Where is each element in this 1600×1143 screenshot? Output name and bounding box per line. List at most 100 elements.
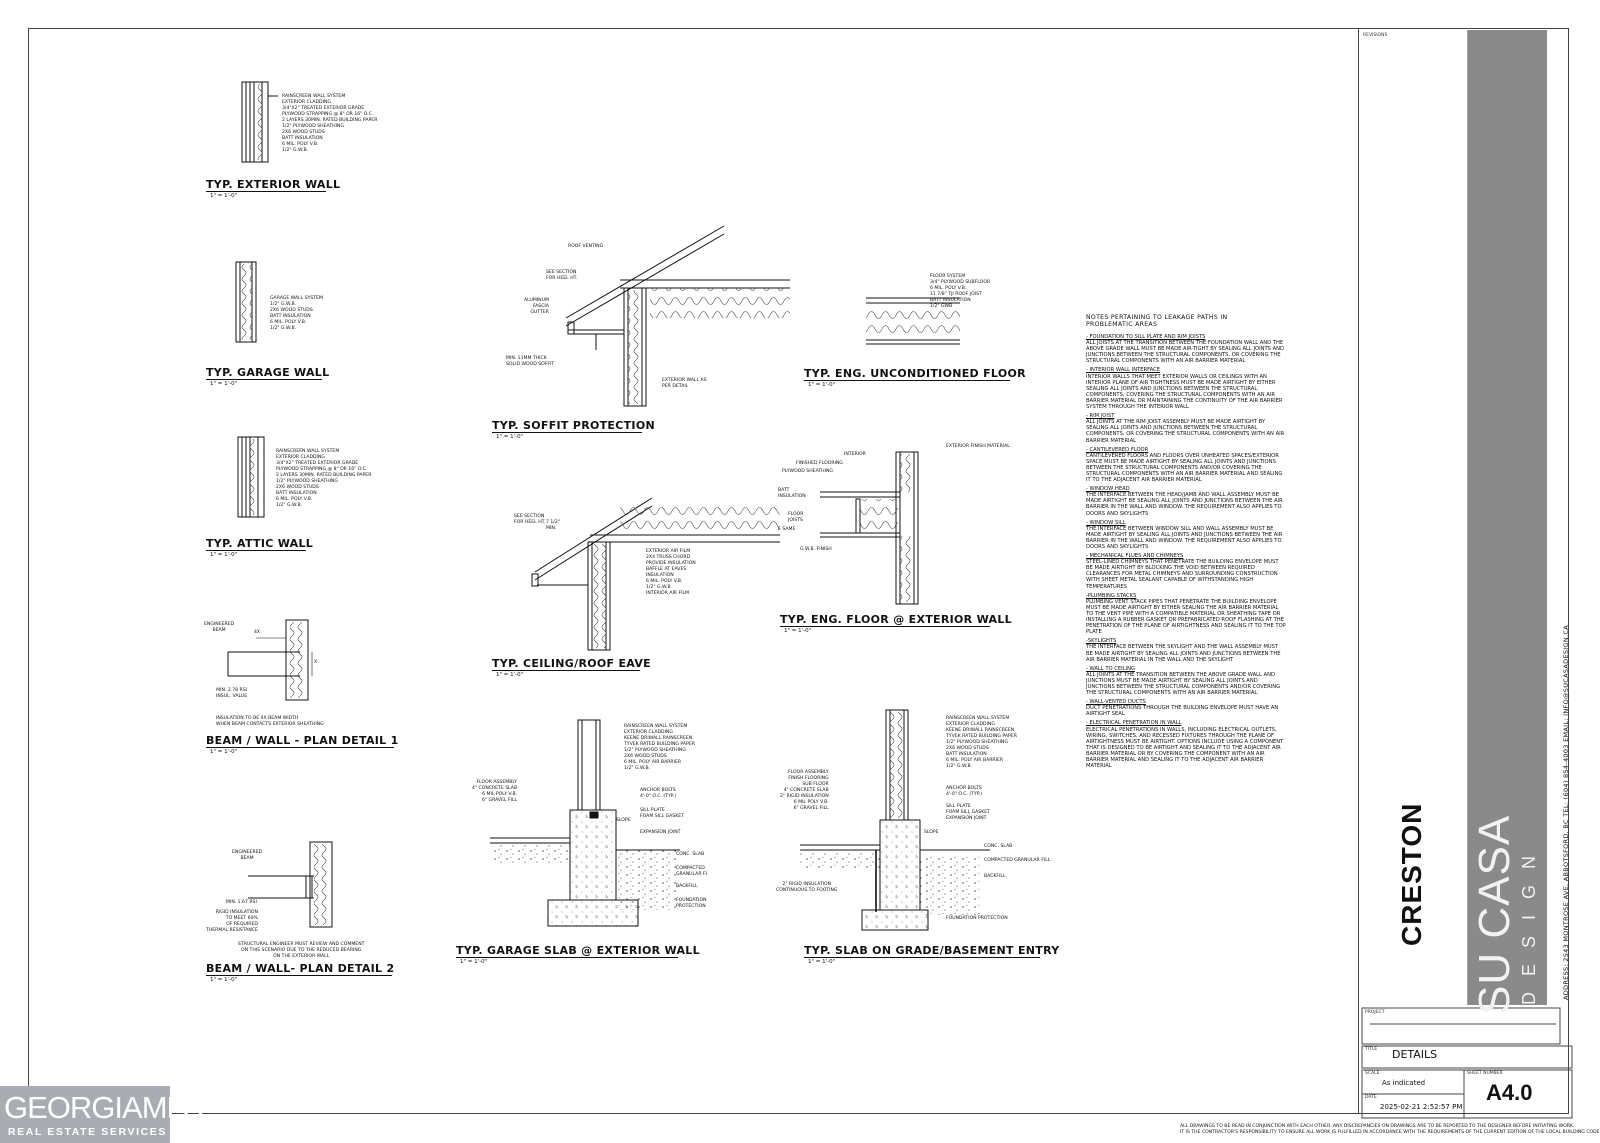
leakage-note-title: - FOUNDATION TO SILL PLATE AND RIM JOIST… — [1086, 334, 1206, 340]
detail-label: SLOPE — [924, 830, 939, 835]
sheet-number-label: SHEET NUMBER — [1467, 1071, 1503, 1076]
garage-slab-detail — [490, 719, 680, 927]
detail-scale: 1" = 1'-0" — [496, 672, 524, 678]
brand-sub: DESIGN — [1519, 839, 1539, 1005]
unconditioned-floor-detail — [866, 297, 960, 345]
leakage-note-text: DUCT PENETRATIONS THROUGH THE BUILDING E… — [1086, 705, 1279, 718]
detail-label: PLYWOOD SHEATHING — [782, 469, 833, 474]
detail-scale: 1" = 1'-0" — [496, 434, 524, 440]
detail-label: CONC. SLAB — [676, 852, 705, 857]
leakage-note-title: - WINDOW SILL — [1086, 519, 1126, 526]
detail-label: ROOF VENTING — [568, 244, 604, 249]
leakage-note-item: - FOUNDATION TO SILL PLATE AND RIM JOIST… — [1086, 334, 1286, 364]
sheet-number: A4.0 — [1486, 1080, 1533, 1105]
detail-label: ALUMINUM FASCIA GUTTER — [524, 298, 549, 315]
detail-title: TYP. EXTERIOR WALL — [206, 178, 341, 191]
garage-wall-detail — [235, 261, 257, 343]
sheet-scale: As indicated — [1382, 1079, 1426, 1087]
attic-wall-detail — [237, 436, 265, 518]
leakage-note-text: STEEL-LINED CHIMNEYS THAT PENETRATE THE … — [1086, 559, 1279, 590]
detail-label: 7 1/2" MIN. — [546, 520, 560, 531]
detail-label: EXTERIOR WALL AS PER DETAIL — [662, 378, 707, 389]
leakage-notes: NOTES PERTAINING TO LEAKAGE PATHS IN PRO… — [1086, 314, 1286, 769]
sheet-date: 2025-02-21 2:52:57 PM — [1380, 1103, 1463, 1111]
detail-title: BEAM / WALL- PLAN DETAIL 2 — [206, 962, 395, 975]
detail-notes: RAINSCREEN WALL SYSTEM EXTERIOR CLADDING… — [946, 716, 1017, 769]
detail-label: MIN. 2.78 RSI INSUL. VALUE — [216, 688, 248, 699]
detail-scale: 1" = 1'-0" — [210, 193, 238, 199]
soffit-protection-detail — [565, 225, 790, 407]
detail-notes: RAINSCREEN WALL SYSTEM EXTERIOR CLADDING… — [624, 724, 695, 771]
revisions-label: REVISIONS — [1363, 33, 1388, 38]
leakage-note-text: ALL JOINTS AT THE RIM JOIST ASSEMBLY MUS… — [1086, 419, 1285, 444]
leakage-note-text: INTERIOR WALLS THAT MEET EXTERIOR WALLS … — [1086, 373, 1283, 411]
detail-label: E SAME — [778, 527, 796, 532]
detail-title: TYP. ENG. UNCONDITIONED FLOOR — [804, 367, 1026, 380]
detail-label: ENGINEERED BEAM — [232, 850, 263, 861]
detail-scale: 1" = 1'-0" — [210, 977, 238, 983]
brand-contact: ADDRESS: 2543 MONTROSE AVE, ABBOTSFORD, … — [1562, 625, 1570, 1000]
detail-label: FLOOR ASSEMBLY FINISH FLOORING SUB FLOOR… — [780, 770, 829, 811]
detail-label: RIGID INSULATION TO MEET 60% OF REQUIRED… — [206, 910, 258, 933]
detail-scale: 1" = 1'-0" — [210, 552, 238, 558]
leakage-note-title: -PLUMBING STACKS — [1086, 592, 1137, 599]
detail-scale: 1" = 1'-0" — [808, 382, 836, 388]
project-label: PROJECT — [1365, 1010, 1385, 1015]
detail-label: FLOOR JOISTS — [788, 512, 804, 523]
leakage-note-title: - WINDOW HEAD — [1086, 486, 1130, 493]
detail-label: SEE SECTION FOR HEEL HT. — [514, 514, 546, 525]
detail-scale: 1" = 1'-0" — [784, 628, 812, 634]
date-label: DATE — [1365, 1095, 1377, 1100]
detail-notes: RAINSCREEN WALL SYSTEM EXTERIOR CLADDING… — [282, 94, 378, 153]
leakage-note-title: -SKYLIGHTS — [1086, 638, 1117, 645]
eng-floor-exterior-wall-detail — [820, 451, 919, 605]
leakage-note-title: - MECHANICAL FLUES AND CHIMNEYS — [1086, 553, 1184, 560]
leakage-note-title: - ELECTRICAL PENETRATION IN WALL — [1086, 720, 1182, 727]
leakage-note-title: - CANTILEVERED FLOOR — [1086, 446, 1149, 453]
leakage-note-text: THE INTERFACE BETWEEN THE HEAD/JAMB AND … — [1086, 492, 1283, 517]
detail-label: BACKFILL — [984, 874, 1006, 879]
leakage-note-title: - INTERIOR WALL INTERFACE — [1086, 367, 1160, 374]
detail-notes: FLOOR SYSTEM 3/4" PLYWOOD SUBFLOOR 6 MIL… — [930, 274, 991, 309]
title-block — [1358, 28, 1569, 1114]
detail-label: EXTERIOR FINISH MATERIAL — [946, 444, 1010, 449]
detail-title: TYP. ATTIC WALL — [206, 537, 314, 550]
detail-label: MIN. 11MM THICK SOLID WOOD SOFFIT — [506, 356, 555, 367]
detail-label: FLOOR ASSEMBLY 4" CONCRETE SLAB 6 MIL PO… — [472, 780, 518, 803]
detail-title: TYP. ENG. FLOOR @ EXTERIOR WALL — [780, 613, 1012, 626]
detail-label: SILL PLATE FOAM SILL GASKET EXPANSION JO… — [946, 804, 990, 821]
detail-label: CONC. SLAB — [984, 844, 1013, 849]
detail-label: ANCHOR BOLTS 4'-0" O.C. (TYP.) — [640, 788, 677, 799]
detail-notes: INSULATION TO BE 4X BEAM WIDTH WHEN BEAM… — [216, 716, 324, 727]
slab-on-grade-detail — [800, 709, 990, 931]
general-notes-footer: ALL DRAWINGS TO BE READ IN CONJUNCTION W… — [1180, 1124, 1600, 1135]
detail-label: SEE SECTION FOR HEEL HT. — [546, 270, 578, 281]
ceiling-roof-eave-detail — [531, 497, 780, 651]
sheet-border — [28, 28, 1569, 1114]
detail-label: MIN. 1.67 RSI — [226, 900, 257, 905]
detail-label: 4X — [254, 630, 261, 635]
detail-label: X — [314, 660, 318, 665]
detail-title: TYP. SOFFIT PROTECTION — [492, 419, 655, 432]
detail-label: BACKFILL — [676, 884, 698, 889]
detail-title: TYP. SLAB ON GRADE/BASEMENT ENTRY — [804, 944, 1060, 957]
georgia-mls-watermark: GEORGIAMLS REAL ESTATE SERVICES — [0, 1086, 203, 1143]
leakage-note-text: PLUMBING VENT STACK PIPES THAT PENETRATE… — [1086, 598, 1286, 636]
leakage-note-title: - WALL TO CEILING — [1086, 665, 1135, 672]
beam-wall-plan-1 — [227, 619, 313, 701]
watermark-line1: GEORGIAMLS — [4, 1090, 203, 1125]
detail-label: SLOPE — [616, 818, 631, 823]
detail-label: FOUNDATION PROTECTION — [946, 916, 1008, 921]
beam-wall-plan-2 — [248, 841, 333, 928]
detail-notes: GARAGE WALL SYSTEM 1/2" G.W.B. 2X6 WOOD … — [270, 296, 324, 331]
detail-label: FOUNDATION PROTECTION — [676, 898, 707, 909]
